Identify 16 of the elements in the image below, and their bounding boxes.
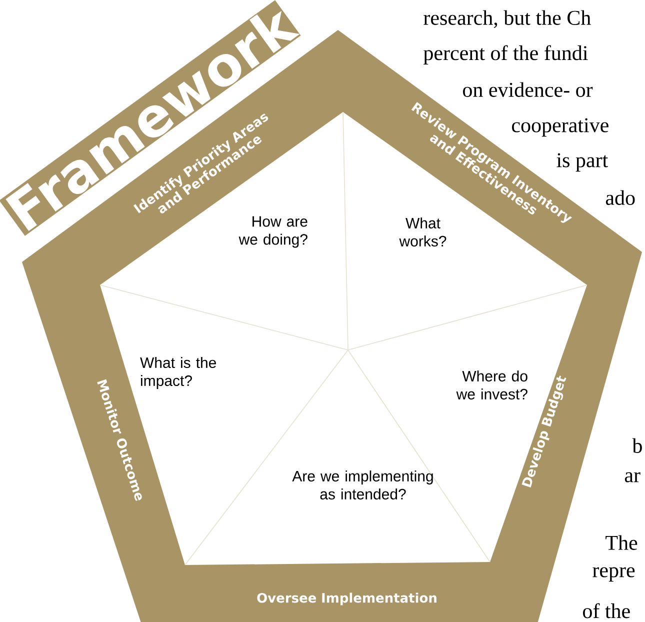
body-text-fragment: ar [624,472,640,482]
question-text: What is the impact? [140,357,216,389]
body-text-fragment: repre [592,567,635,582]
body-text-fragment: research, but the Ch [424,10,591,28]
body-text-fragment: cooperative [512,118,608,137]
body-text-fragment: percent of the fundi [424,45,588,64]
body-text-fragment: ado [606,190,635,205]
question-text: What works? [399,218,446,246]
body-text-fragment: is part [556,153,608,172]
question-text: Where do we invest? [456,370,528,400]
side-label: Oversee Implementation [257,592,436,606]
body-text-fragment: on evidence- or [463,82,593,97]
body-text-fragment: of the [583,603,630,618]
body-text-fragment: The [606,535,638,550]
question-text: Are we implementing as intended? [292,470,433,500]
body-text-fragment: b [632,438,642,453]
